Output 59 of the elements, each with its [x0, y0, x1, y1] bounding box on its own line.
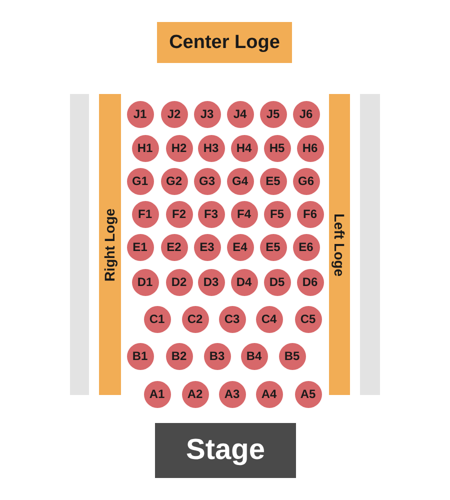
seat: J2 [160, 100, 188, 128]
seat: D2 [166, 268, 192, 296]
seat: E5 [260, 168, 286, 194]
seat: A2 [182, 380, 208, 408]
seat: G4 [226, 168, 254, 194]
seat: J4 [226, 100, 254, 128]
loge-section: Center Loge [157, 22, 292, 63]
seat: A3 [218, 380, 246, 408]
seat: B3 [204, 342, 230, 370]
seat: B1 [126, 342, 154, 370]
seat: D6 [296, 268, 324, 296]
seat: F3 [198, 200, 224, 228]
seat: G3 [194, 168, 220, 194]
seat: F6 [296, 200, 324, 228]
seat: A4 [256, 380, 282, 408]
seat: C5 [294, 306, 322, 332]
seat: G2 [160, 168, 188, 194]
seat: G1 [126, 168, 154, 194]
seat: D3 [198, 268, 224, 296]
seat: C1 [144, 306, 170, 332]
seat: G6 [292, 168, 320, 194]
loge-section [99, 94, 121, 395]
loge-section [329, 94, 350, 395]
seat: H3 [198, 134, 224, 162]
seat: J1 [126, 100, 154, 128]
seat: D1 [132, 268, 158, 296]
seat: B5 [278, 342, 306, 370]
stage-block: Stage [155, 423, 296, 478]
seat: H4 [230, 134, 258, 162]
seat: F2 [166, 200, 192, 228]
seat: B4 [240, 342, 268, 370]
seat: F1 [132, 200, 158, 228]
seat: E1 [126, 234, 154, 260]
seat: E3 [194, 234, 220, 260]
loge-label: Right Loge [102, 208, 118, 282]
seat: H6 [296, 134, 324, 162]
seat: F5 [264, 200, 290, 228]
seat: D4 [230, 268, 258, 296]
seat: E6 [292, 234, 320, 260]
seat: E5 [260, 234, 286, 260]
aisle-bar [70, 94, 89, 395]
aisle-bar [360, 94, 380, 395]
seat: J5 [260, 100, 286, 128]
seat: H5 [264, 134, 290, 162]
seat: J6 [292, 100, 320, 128]
seat: D5 [264, 268, 290, 296]
seat: C3 [218, 306, 246, 332]
seat: H1 [132, 134, 158, 162]
seat: A5 [294, 380, 322, 408]
seat: A1 [144, 380, 170, 408]
seat: B2 [166, 342, 192, 370]
seat: H2 [166, 134, 192, 162]
seat: E2 [160, 234, 188, 260]
seat: F4 [230, 200, 258, 228]
seat: E4 [226, 234, 254, 260]
seat: J3 [194, 100, 220, 128]
loge-label: Left Loge [332, 213, 348, 276]
seat: C2 [182, 306, 208, 332]
seat: C4 [256, 306, 282, 332]
